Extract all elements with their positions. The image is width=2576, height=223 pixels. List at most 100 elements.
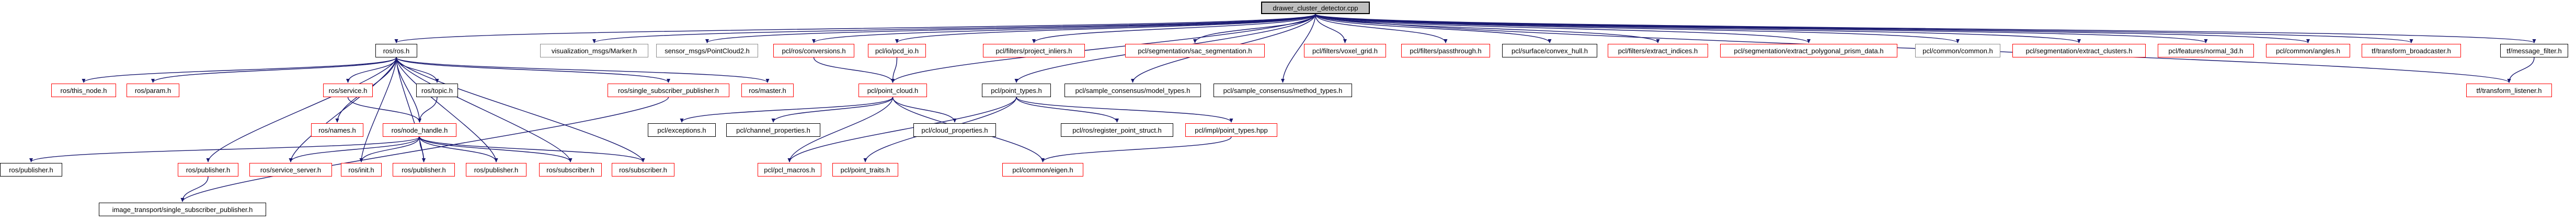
- graph-node-image-transport-single-subscriber-publisher[interactable]: image_transport/single_subscriber_publis…: [99, 203, 266, 216]
- graph-node-pcl-filters-voxel-grid[interactable]: pcl/filters/voxel_grid.h: [1304, 44, 1386, 57]
- graph-node-ros-publisher-a[interactable]: ros/publisher.h: [0, 163, 62, 177]
- graph-node-label: pcl/segmentation/extract_clusters.h: [2025, 46, 2133, 55]
- graph-node-pcl-sample-consensus-model-types[interactable]: pcl/sample_consensus/model_types.h: [1064, 84, 1201, 97]
- include-edge: [1315, 14, 2081, 43]
- graph-node-pcl-segmentation-extract-clusters[interactable]: pcl/segmentation/extract_clusters.h: [2012, 44, 2146, 57]
- graph-node-ros-this-node[interactable]: ros/this_node.h: [51, 84, 116, 97]
- graph-node-label: ros/single_subscriber_publisher.h: [618, 86, 719, 95]
- graph-node-ros-master[interactable]: ros/master.h: [741, 84, 794, 97]
- graph-node-ros-publisher-b[interactable]: ros/publisher.h: [178, 163, 238, 177]
- graph-node-pcl-segmentation-extract-polygonal-prism-data[interactable]: pcl/segmentation/extract_polygonal_prism…: [1720, 44, 1897, 57]
- graph-node-pcl-filters-extract-indices[interactable]: pcl/filters/extract_indices.h: [1608, 44, 1708, 57]
- graph-node-pcl-common-angles[interactable]: pcl/common/angles.h: [2266, 44, 2350, 57]
- graph-node-label: pcl/pcl_macros.h: [764, 166, 815, 174]
- graph-node-ros-subscriber-a[interactable]: ros/subscriber.h: [539, 163, 602, 177]
- graph-node-label: pcl/ros/register_point_struct.h: [1072, 126, 1162, 134]
- graph-node-pcl-impl-point-types[interactable]: pcl/impl/point_types.hpp: [1185, 123, 1277, 137]
- include-edge: [1032, 14, 1316, 43]
- include-edge: [180, 176, 209, 202]
- graph-node-pcl-segmentation-sac-segmentation[interactable]: pcl/segmentation/sac_segmentation.h: [1125, 44, 1265, 57]
- include-edge: [1315, 14, 1960, 43]
- graph-node-pcl-ros-register-point-struct[interactable]: pcl/ros/register_point_struct.h: [1061, 123, 1173, 137]
- include-edge: [396, 57, 498, 162]
- include-edge: [1315, 14, 2208, 43]
- graph-node-pcl-ros-conversions[interactable]: pcl/ros/conversions.h: [773, 44, 854, 57]
- include-edge: [771, 97, 894, 123]
- graph-node-pcl-filters-project-inliers[interactable]: pcl/filters/project_inliers.h: [983, 44, 1085, 57]
- graph-node-ros-names[interactable]: ros/names.h: [311, 123, 363, 137]
- graph-node-label: image_transport/single_subscriber_publis…: [112, 205, 253, 214]
- graph-node-pcl-surface-convex-hull[interactable]: pcl/surface/convex_hull.h: [1502, 44, 1597, 57]
- graph-node-pcl-channel-properties[interactable]: pcl/channel_properties.h: [726, 123, 820, 137]
- graph-node-pcl-point-types[interactable]: pcl/point_types.h: [982, 84, 1051, 97]
- graph-node-pcl-sample-consensus-method-types[interactable]: pcl/sample_consensus/method_types.h: [1213, 84, 1352, 97]
- graph-node-sensor-msgs-pointcloud2[interactable]: sensor_msgs/PointCloud2.h: [656, 44, 758, 57]
- graph-node-label: pcl/features/normal_3d.h: [2168, 46, 2243, 55]
- graph-node-ros-service-server[interactable]: ros/service_server.h: [249, 163, 332, 177]
- graph-node-ros-single-subscriber-publisher[interactable]: ros/single_subscriber_publisher.h: [608, 84, 729, 97]
- include-edge: [1315, 14, 2511, 83]
- graph-node-label: pcl/common/common.h: [1922, 46, 1993, 55]
- graph-node-pcl-cloud-properties[interactable]: pcl/cloud_properties.h: [913, 123, 996, 137]
- graph-node-tf-message-filter[interactable]: tf/message_filter.h: [2500, 44, 2568, 57]
- graph-node-label: pcl/exceptions.h: [657, 126, 706, 134]
- graph-node-tf-transform-listener[interactable]: tf/transform_listener.h: [2466, 84, 2552, 97]
- graph-node-pcl-features-normal-3d[interactable]: pcl/features/normal_3d.h: [2158, 44, 2254, 57]
- graph-node-label: pcl/io/pcd_io.h: [875, 46, 919, 55]
- include-edge: [813, 57, 895, 83]
- include-edge: [891, 14, 1316, 83]
- graph-node-label: ros/init.h: [348, 166, 374, 174]
- include-edge: [705, 14, 1316, 43]
- include-edge: [892, 97, 957, 123]
- include-edge: [419, 136, 498, 162]
- include-edge: [1041, 136, 1232, 162]
- include-edge: [812, 14, 1316, 43]
- graph-node-pcl-io-pcd-io[interactable]: pcl/io/pcd_io.h: [868, 44, 926, 57]
- include-edge: [895, 14, 1316, 43]
- graph-node-ros-node-handle[interactable]: ros/node_handle.h: [383, 123, 456, 137]
- graph-node-tf-transform-broadcaster[interactable]: tf/transform_broadcaster.h: [2362, 44, 2461, 57]
- include-edge: [289, 57, 397, 162]
- graph-node-label: ros/publisher.h: [474, 166, 519, 174]
- include-edge: [1315, 14, 1448, 43]
- graph-node-label: pcl/cloud_properties.h: [921, 126, 988, 134]
- include-edge: [29, 136, 420, 162]
- include-edge: [396, 57, 426, 162]
- graph-node-pcl-common-common[interactable]: pcl/common/common.h: [1915, 44, 2000, 57]
- graph-node-pcl-point-cloud[interactable]: pcl/point_cloud.h: [858, 84, 927, 97]
- graph-node-ros-publisher-d[interactable]: ros/publisher.h: [466, 163, 526, 177]
- graph-node-pcl-pcl-macros[interactable]: pcl/pcl_macros.h: [758, 163, 821, 177]
- include-edge: [787, 97, 1017, 162]
- graph-node-pcl-point-traits[interactable]: pcl/point_traits.h: [832, 163, 898, 177]
- graph-node-label: tf/transform_broadcaster.h: [2372, 46, 2451, 55]
- graph-node-pcl-filters-passthrough[interactable]: pcl/filters/passthrough.h: [1401, 44, 1490, 57]
- graph-node-visualization-msgs-marker[interactable]: visualization_msgs/Marker.h: [540, 44, 648, 57]
- include-edge: [1315, 14, 2536, 43]
- include-edge: [396, 57, 670, 83]
- graph-node-ros-service[interactable]: ros/service.h: [323, 84, 373, 97]
- include-edge: [680, 97, 894, 123]
- graph-node-ros-topic[interactable]: ros/topic.h: [416, 84, 458, 97]
- include-edge: [396, 57, 770, 83]
- graph-node-label: ros/param.h: [134, 86, 171, 95]
- include-edge: [289, 136, 420, 162]
- include-edge: [1315, 14, 1347, 43]
- include-edge: [1315, 14, 1660, 43]
- include-edge: [1281, 14, 1316, 83]
- graph-node-label: ros/subscriber.h: [619, 166, 667, 174]
- graph-node-ros-ros[interactable]: ros/ros.h: [375, 44, 417, 57]
- graph-node-label: ros/service.h: [328, 86, 368, 95]
- graph-node-label: pcl/segmentation/extract_polygonal_prism…: [1734, 46, 1884, 55]
- graph-node-pcl-common-eigen[interactable]: pcl/common/eigen.h: [1002, 163, 1083, 177]
- graph-node-label: pcl/impl/point_types.hpp: [1195, 126, 1268, 134]
- include-edge: [1016, 97, 1233, 123]
- graph-node-ros-publisher-c[interactable]: ros/publisher.h: [393, 163, 455, 177]
- graph-node-ros-subscriber-b[interactable]: ros/subscriber.h: [612, 163, 674, 177]
- graph-node-label: pcl/point_traits.h: [840, 166, 890, 174]
- graph-node-label: pcl/point_types.h: [991, 86, 1042, 95]
- graph-node-label: ros/publisher.h: [402, 166, 446, 174]
- graph-node-pcl-exceptions[interactable]: pcl/exceptions.h: [648, 123, 716, 137]
- graph-node-ros-init[interactable]: ros/init.h: [341, 163, 382, 177]
- graph-node-ros-param[interactable]: ros/param.h: [127, 84, 179, 97]
